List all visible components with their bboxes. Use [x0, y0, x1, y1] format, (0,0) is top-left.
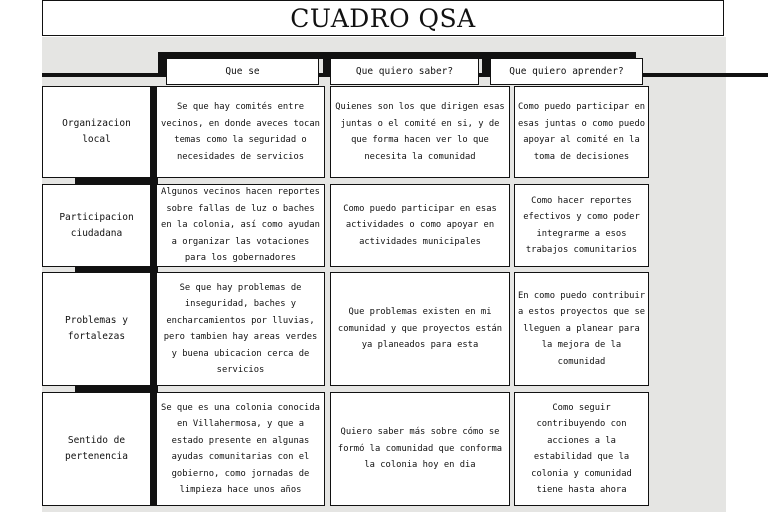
table-cell: Como hacer reportes efectivos y como pod… [514, 184, 649, 267]
cell-text: Como hacer reportes efectivos y como pod… [523, 195, 640, 256]
header-shadow-3 [482, 52, 636, 59]
row-divider-1 [75, 178, 151, 185]
header-shadow-1 [158, 52, 325, 59]
row-label-text: Organizacion local [62, 118, 131, 145]
table-cell: Que problemas existen en mi comunidad y … [330, 272, 510, 386]
row-label-sentido-de-pertenencia: Sentido de pertenencia [42, 392, 151, 506]
spine-tick [151, 406, 156, 412]
cell-text: Algunos vecinos hacen reportes sobre fal… [161, 187, 320, 264]
cell-text: Quienes son los que dirigen esas juntas … [335, 102, 505, 162]
cell-text: Que problemas existen en mi comunidad y … [337, 307, 503, 351]
column-header-label: Que se [225, 66, 260, 77]
column-header-que-quiero-aprender: Que quiero aprender? [490, 58, 643, 85]
header-shadow-1-side [158, 52, 166, 77]
table-cell: Quiero saber más sobre cómo se formó la … [330, 392, 510, 506]
column-header-que-se: Que se [166, 58, 319, 85]
header-shadow-3-side [482, 52, 490, 77]
label-column-spine [150, 86, 158, 506]
table-cell: En como puedo contribuir a estos proyect… [514, 272, 649, 386]
row-divider-2 [75, 266, 151, 273]
cell-text: Se que hay problemas de inseguridad, bac… [163, 282, 318, 376]
table-cell: Se que es una colonia conocida en Villah… [156, 392, 325, 506]
column-header-label: Que quiero saber? [355, 66, 454, 77]
header-shadow-2 [323, 52, 484, 59]
cell-text: Como seguir contribuyendo con acciones a… [531, 402, 632, 496]
cell-text: Quiero saber más sobre cómo se formó la … [337, 427, 503, 471]
table-cell: Algunos vecinos hacen reportes sobre fal… [156, 184, 325, 267]
cell-text: Se que hay comités entre vecinos, en don… [161, 102, 320, 162]
row-label-problemas-y-fortalezas: Problemas y fortalezas [42, 272, 151, 386]
cell-text: Se que es una colonia conocida en Villah… [161, 402, 320, 496]
column-header-label: Que quiero aprender? [509, 66, 624, 77]
table-cell: Como seguir contribuyendo con acciones a… [514, 392, 649, 506]
title-banner: CUADRO QSA [42, 0, 724, 36]
spine-tick [151, 160, 156, 166]
header-shadow-2-side [323, 52, 331, 77]
table-cell: Quienes son los que dirigen esas juntas … [330, 86, 510, 178]
column-header-que-quiero-saber: Que quiero saber? [330, 58, 479, 85]
row-label-participacion-ciudadana: Participacion ciudadana [42, 184, 151, 267]
cell-text: En como puedo contribuir a estos proyect… [517, 290, 646, 367]
spine-tick [151, 366, 156, 372]
table-cell: Se que hay comités entre vecinos, en don… [156, 86, 325, 178]
spine-tick [151, 237, 156, 243]
spine-tick [151, 302, 156, 308]
row-label-text: Participacion ciudadana [59, 211, 134, 239]
table-cell: Como puedo participar en esas juntas o c… [514, 86, 649, 178]
cell-text: Como puedo participar en esas actividade… [343, 203, 497, 247]
cell-text: Como puedo participar en esas juntas o c… [517, 102, 646, 162]
row-label-organizacion-local: Organizacion local [42, 86, 151, 178]
table-cell: Se que hay problemas de inseguridad, bac… [156, 272, 325, 386]
table-cell: Como puedo participar en esas actividade… [330, 184, 510, 267]
row-label-text: Sentido de pertenencia [65, 435, 128, 462]
row-divider-3 [75, 386, 151, 393]
page-title: CUADRO QSA [290, 3, 476, 33]
row-label-text: Problemas y fortalezas [65, 315, 128, 342]
